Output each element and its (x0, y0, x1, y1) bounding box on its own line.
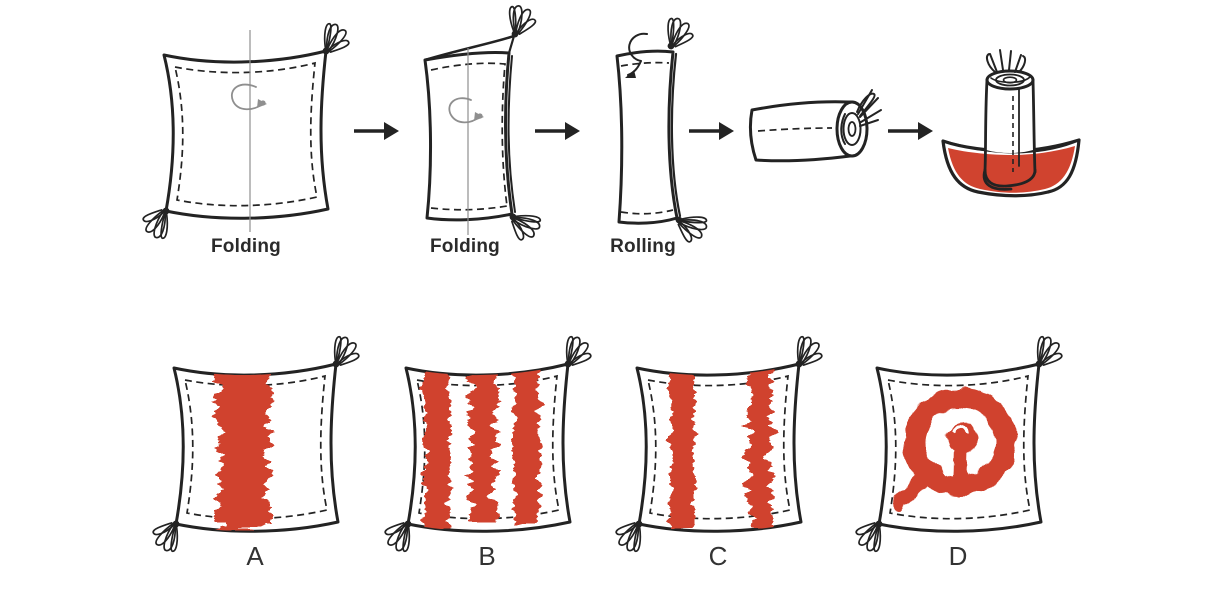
option-d-figure (863, 338, 1053, 538)
right-arrow-icon (687, 118, 735, 144)
option-b-figure (392, 338, 582, 538)
step-label-rolling: Rolling (610, 236, 676, 257)
rolling-direction-icon (625, 32, 648, 78)
right-arrow-icon (533, 118, 581, 144)
tassel-tuft-icon (986, 49, 1027, 73)
roll-in-bath (982, 78, 1037, 191)
step-label-folding-2: Folding (430, 236, 500, 257)
cloth-square (615, 334, 823, 555)
option-b-label: B (478, 541, 496, 571)
step-3-folded-strip (603, 12, 713, 245)
right-arrow-icon (352, 118, 400, 144)
step-5-dye-bath (933, 38, 1088, 203)
strip-outline (615, 49, 679, 225)
option-a-figure (160, 338, 350, 538)
roll-top-spiral (985, 69, 1035, 91)
step-2-half-folded-cloth (413, 0, 545, 245)
right-arrow-icon (886, 118, 934, 144)
tassel-icon (658, 12, 696, 52)
pattern-three-stripes (425, 364, 539, 526)
cloth-square (142, 21, 350, 242)
pattern-spiral (892, 387, 1017, 509)
tassel-tuft-icon (856, 89, 882, 127)
dye-liquid (948, 146, 1075, 193)
tassel-icon (500, 0, 540, 40)
fold-edge-double-line (507, 55, 516, 213)
fold-direction-icon (230, 83, 267, 111)
fold-direction-icon (448, 97, 484, 124)
option-c-figure (623, 338, 813, 538)
step-1-unfolded-cloth (150, 25, 350, 237)
step-label-folding-1: Folding (211, 236, 281, 257)
option-c-label: C (708, 541, 728, 571)
pattern-wide-stripe (218, 364, 268, 528)
fold-corner-flap (507, 34, 516, 55)
step-4-rolled-cloth (744, 84, 884, 169)
strip-edge-double-line (670, 52, 682, 218)
roll-above-liquid (986, 82, 1033, 153)
option-a-label: A (246, 541, 264, 571)
pattern-two-stripes (671, 364, 771, 526)
option-d-label: D (948, 541, 968, 571)
